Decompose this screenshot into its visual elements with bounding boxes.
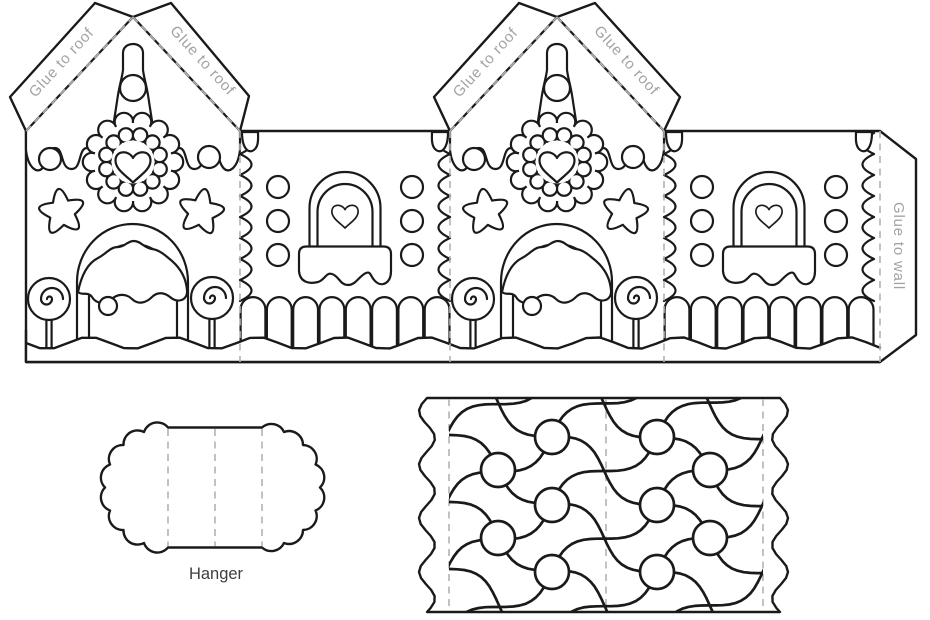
- walls-piece: Glue to roof Glue to roof Glue to roof G…: [8, 1, 918, 364]
- roof-piece: [417, 396, 790, 614]
- fold-lines-walls: [25, 16, 881, 362]
- hanger-label: Hanger: [189, 565, 244, 583]
- quilt-button: [638, 553, 676, 591]
- fold-line: [132, 16, 241, 132]
- bottom-edge: [24, 328, 882, 364]
- quilt-button: [691, 519, 729, 557]
- fold-line: [25, 16, 134, 132]
- snow-fill: [26, 337, 880, 362]
- snow-wave-line: [24, 336, 882, 350]
- snow-ground: [24, 336, 882, 362]
- quilt-button: [533, 418, 571, 456]
- fold-line: [556, 16, 665, 132]
- quilt-curve: [449, 398, 533, 433]
- fold-line: [449, 16, 558, 132]
- hanger-piece: Hanger: [99, 421, 326, 583]
- quilt-button: [533, 553, 571, 591]
- quilt-button: [479, 519, 517, 557]
- quilt-curve: [675, 568, 763, 611]
- quilt-button: [533, 486, 571, 524]
- quilted-icing-pattern: [449, 398, 763, 611]
- quilt-button: [638, 486, 676, 524]
- quilt-curve: [449, 567, 504, 611]
- quilt-curve: [705, 398, 763, 441]
- fold-lines-hanger: [167, 429, 263, 546]
- quilt-button: [479, 451, 517, 489]
- glue-to-wall-label: Glue to wall: [890, 202, 907, 290]
- quilt-button: [638, 418, 676, 456]
- quilt-button: [691, 451, 729, 489]
- hanger-outline: [99, 421, 326, 554]
- walls-piece-outline: [8, 1, 918, 364]
